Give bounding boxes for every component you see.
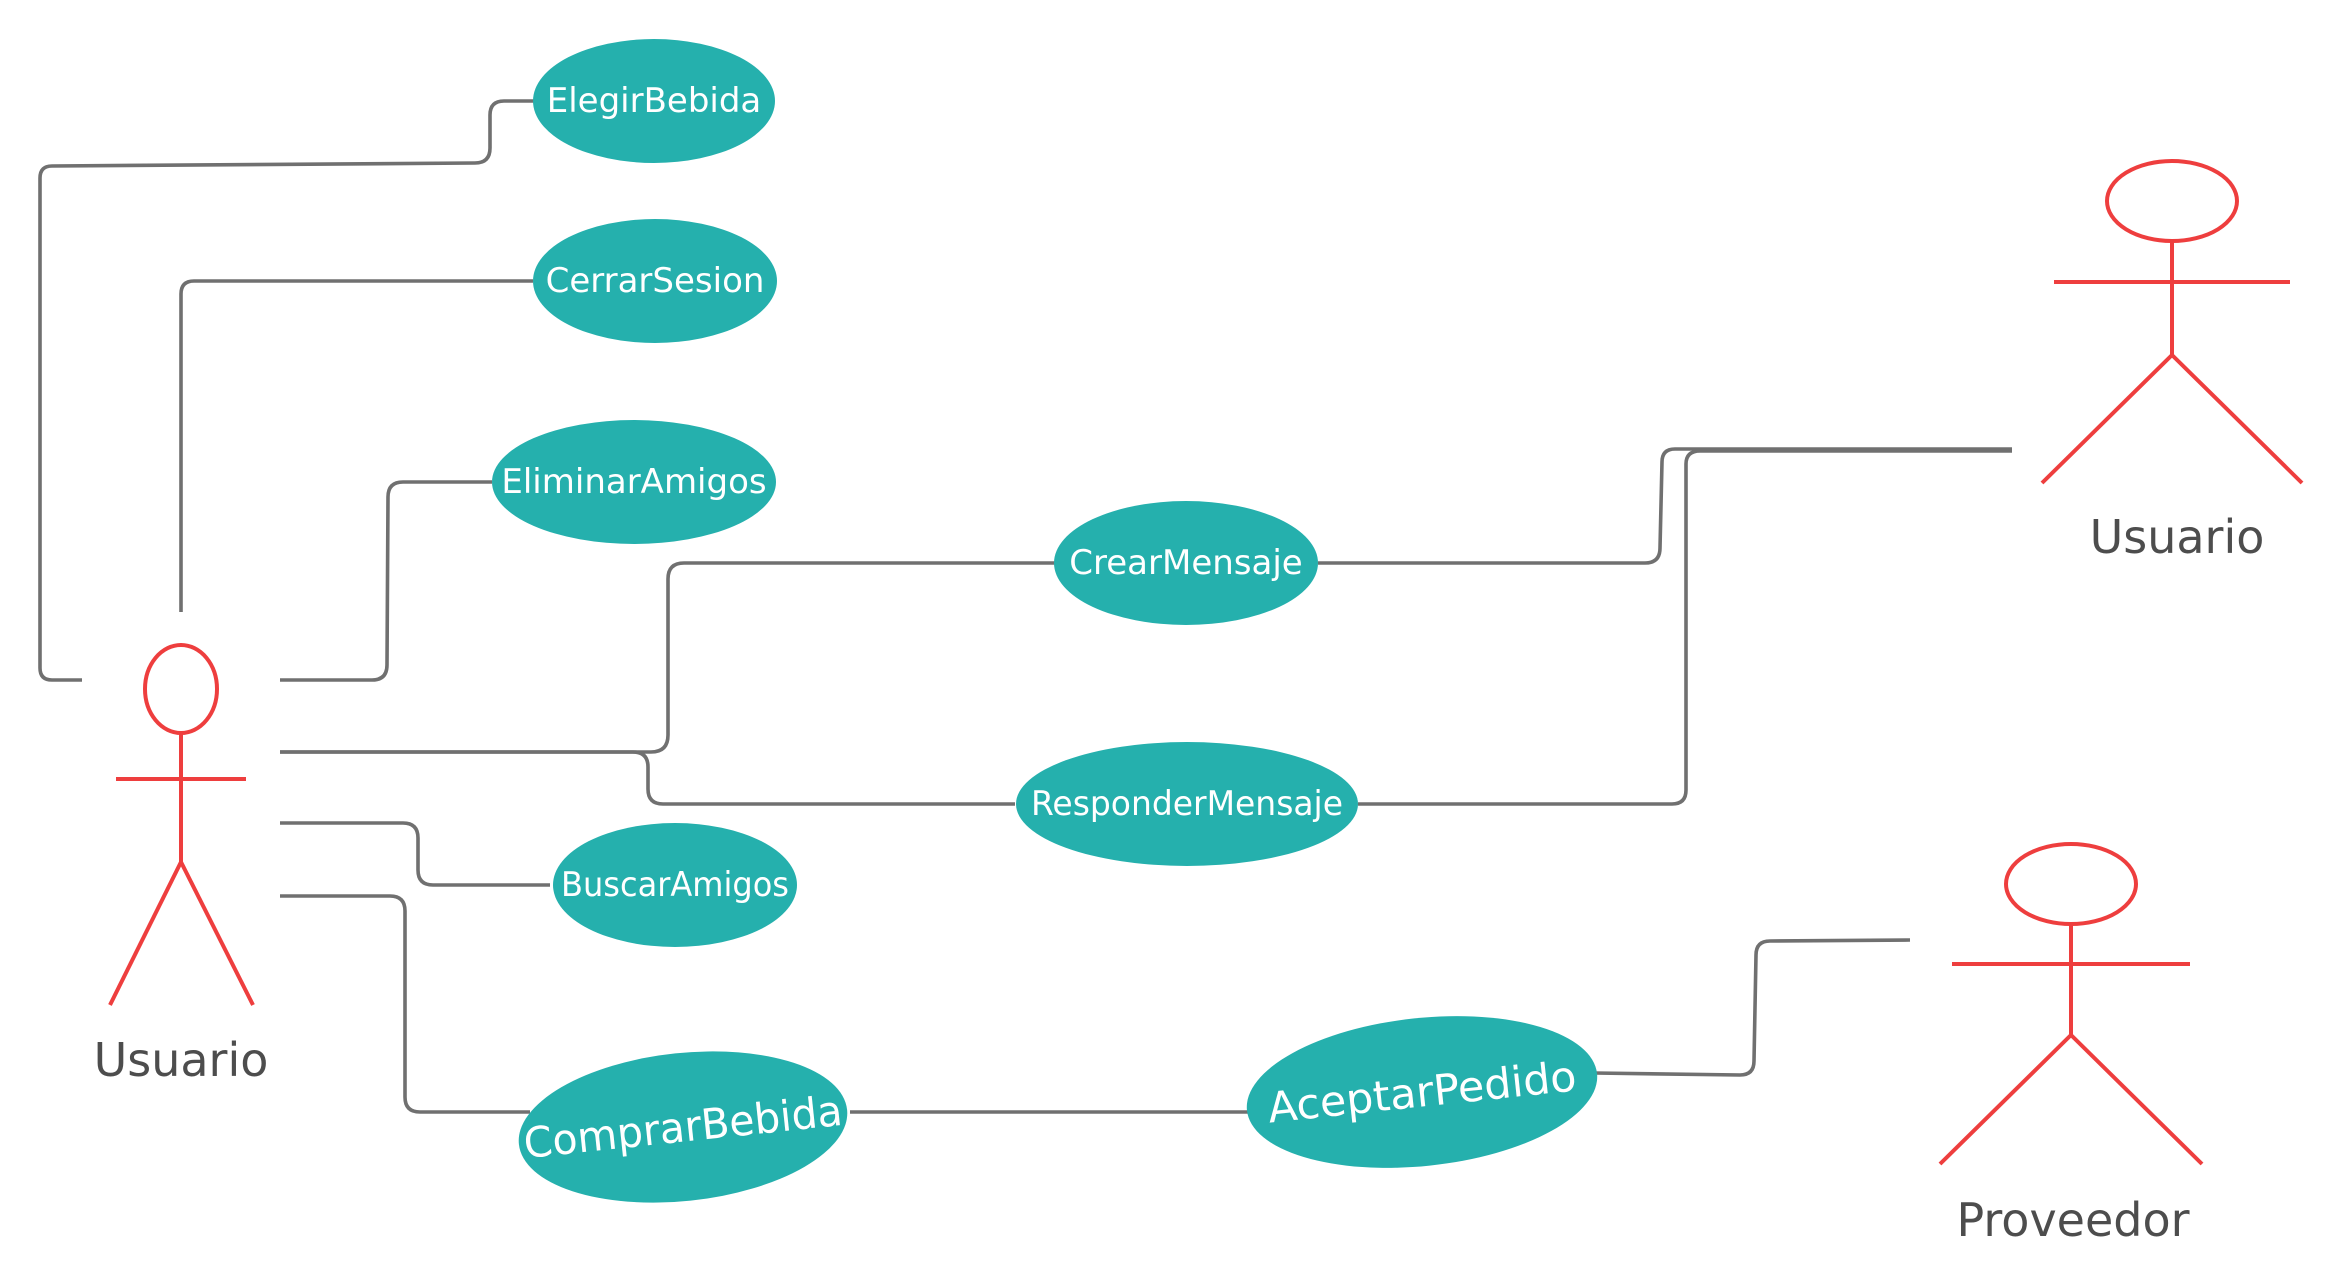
usecase-ellipse (1054, 501, 1318, 625)
actor-head (2105, 159, 2239, 243)
edge-usuario-elegirbebida (38, 99, 535, 682)
edge-usuario-eliminaramigos (280, 480, 492, 682)
edge-usuario-comprarbebida (280, 894, 530, 1114)
usecase-ellipse (492, 420, 776, 544)
actor-label: Usuario (94, 1033, 269, 1087)
usecase-ellipse (533, 39, 775, 163)
actor-leg-left (108, 861, 183, 1006)
actor-proveedor[interactable]: Proveedor (1938, 842, 2204, 1247)
usecase-elegirbebida[interactable]: ElegirBebida (533, 39, 775, 163)
connectors (38, 99, 2012, 1114)
edge-usuario-respondermensaje (280, 750, 1015, 806)
usecase-crearmensaje[interactable]: CrearMensaje (1054, 501, 1318, 625)
edge-usuario-cerrarsesion (179, 279, 533, 612)
actor-usuario-remote[interactable]: Usuario (2040, 159, 2304, 564)
actor-head (143, 643, 219, 735)
edge-usuario-crearmensaje (280, 561, 1055, 754)
edge-aceptarpedido-proveedor (1593, 938, 1911, 1077)
usecase-respondermensaje[interactable]: ResponderMensaje (1016, 742, 1358, 866)
usecase-cerrarsesion[interactable]: CerrarSesion (533, 219, 777, 343)
actor-label: Usuario (2090, 510, 2265, 564)
usecase-comprarbebida[interactable]: ComprarBebida (511, 1036, 855, 1218)
actor-leg-right (2069, 1033, 2204, 1166)
usecase-label: ResponderMensaje (1031, 784, 1343, 824)
actor-leg-left (1938, 1033, 2073, 1166)
usecase-label: BuscarAmigos (561, 865, 789, 905)
usecase-label: CrearMensaje (1069, 543, 1302, 583)
edge-crearmensaje-usuario-remote (1318, 447, 2012, 565)
usecase-ellipse (518, 1051, 848, 1203)
usecase-ellipse (553, 823, 797, 947)
actor-leg-left (2040, 353, 2174, 485)
edge-respondermensaje-usuario-remote (1358, 449, 2012, 806)
actor-label: Proveedor (1956, 1193, 2189, 1247)
usecase-label: EliminarAmigos (501, 462, 766, 502)
usecase-label: ElegirBebida (547, 81, 762, 121)
actor-usuario-main[interactable]: Usuario (94, 643, 269, 1087)
actor-head (2004, 842, 2138, 926)
actor-leg-right (2170, 353, 2304, 485)
usecase-ellipse (1016, 742, 1358, 866)
usecase-label: CerrarSesion (546, 261, 765, 301)
edge-usuario-buscaramigos (280, 821, 550, 887)
actor-leg-right (179, 861, 255, 1006)
usecase-ellipse (1246, 1016, 1598, 1168)
usecase-aceptarpedido[interactable]: AceptarPedido (1239, 1000, 1605, 1184)
usecase-eliminaramigos[interactable]: EliminarAmigos (492, 420, 776, 544)
usecase-ellipse (533, 219, 777, 343)
usecase-buscaramigos[interactable]: BuscarAmigos (553, 823, 797, 947)
